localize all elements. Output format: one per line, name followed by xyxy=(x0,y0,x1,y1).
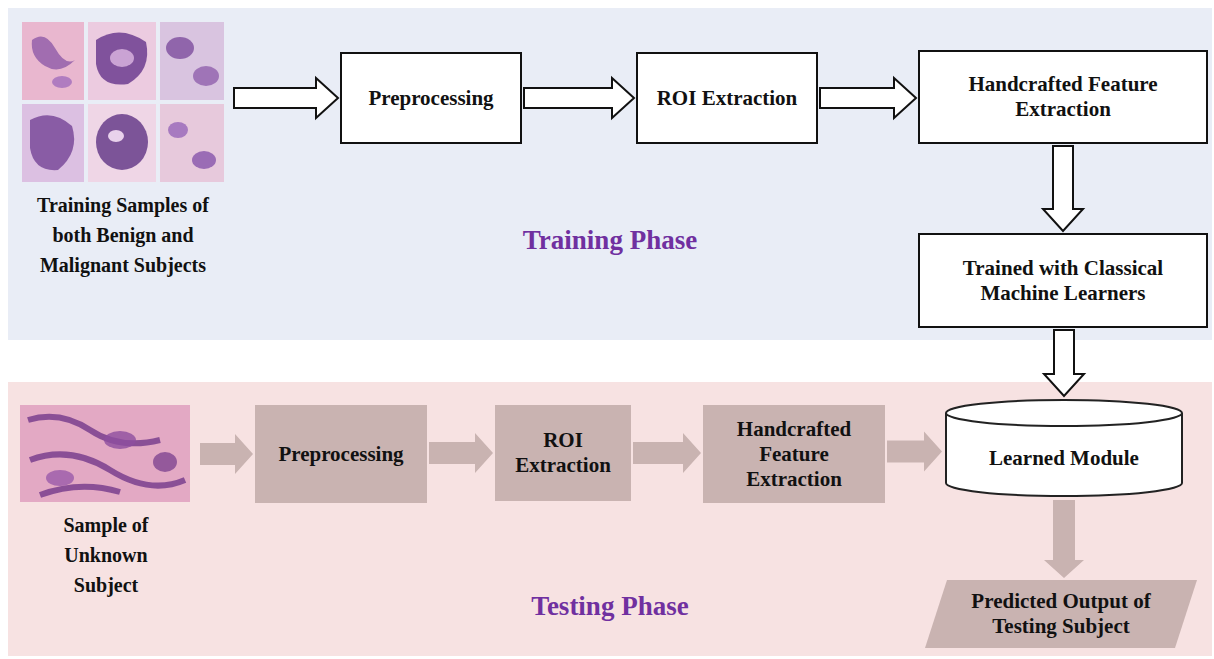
tissue-blob xyxy=(32,36,75,69)
block-arrow xyxy=(1044,330,1084,396)
tissue-blob xyxy=(104,431,136,449)
output-parallelogram: Predicted Output of Testing Subject xyxy=(925,580,1197,648)
tissue-blob xyxy=(30,115,74,170)
box-label: Handcrafted Feature Extraction xyxy=(713,417,875,492)
tissue-streak xyxy=(28,417,185,495)
unknown-sample: Sample of Unknown Subject xyxy=(14,402,198,600)
block-arrow xyxy=(1044,500,1084,578)
block-arrow xyxy=(234,78,338,118)
histology-tile xyxy=(88,22,156,100)
block-arrow xyxy=(633,433,701,473)
tissue-blob xyxy=(46,470,74,486)
testing-phase-panel: Testing PhaseSample of Unknown SubjectPr… xyxy=(8,382,1212,656)
box-label: Preprocessing xyxy=(368,86,493,111)
block-arrow xyxy=(820,78,916,118)
block-arrow xyxy=(1043,146,1083,231)
histology-tile xyxy=(22,104,84,182)
block-arrow xyxy=(200,434,253,474)
histology-tile xyxy=(22,22,84,100)
tissue-blob xyxy=(193,66,219,86)
box-label: Learned Module xyxy=(989,446,1139,471)
histology-tile xyxy=(20,405,190,502)
block-arrow xyxy=(887,432,942,472)
box-label: ROI Extraction xyxy=(657,86,798,111)
tissue-blob xyxy=(168,122,188,138)
tissue-blob xyxy=(96,114,148,170)
process-box: ROI Extraction xyxy=(495,405,631,501)
box-label: ROI Extraction xyxy=(505,428,621,478)
box-label: Trained with Classical Machine Learners xyxy=(930,256,1196,306)
image-caption: Sample of Unknown Subject xyxy=(51,510,161,600)
block-arrow xyxy=(429,433,493,473)
box-label: Handcrafted Feature Extraction xyxy=(930,72,1196,122)
block-arrow xyxy=(524,78,634,118)
box-label: Predicted Output of Testing Subject xyxy=(961,589,1161,639)
tissue-blob xyxy=(166,37,194,59)
database-cylinder: Learned Module xyxy=(944,398,1184,498)
box-label: Preprocessing xyxy=(278,442,403,467)
tissue-blob xyxy=(96,32,147,84)
histology-tile xyxy=(88,104,156,182)
image-caption: Training Samples of both Benign and Mali… xyxy=(18,190,228,280)
process-box: Preprocessing xyxy=(340,52,522,144)
histology-tile xyxy=(160,104,224,182)
histology-tile xyxy=(160,22,224,100)
process-box: Handcrafted Feature Extraction xyxy=(703,405,885,503)
tissue-blob xyxy=(153,452,177,472)
tissue-blob xyxy=(52,76,72,88)
process-box: Preprocessing xyxy=(255,405,427,503)
training-phase-panel: Training PhaseTraining Samples of both B… xyxy=(8,8,1212,340)
process-box: Trained with Classical Machine Learners xyxy=(918,233,1208,328)
tissue-blob xyxy=(108,130,124,142)
process-box: Handcrafted Feature Extraction xyxy=(918,50,1208,144)
tissue-blob xyxy=(192,151,216,169)
tissue-blob xyxy=(110,49,134,67)
process-box: ROI Extraction xyxy=(636,52,818,144)
training-samples: Training Samples of both Benign and Mali… xyxy=(14,20,232,280)
